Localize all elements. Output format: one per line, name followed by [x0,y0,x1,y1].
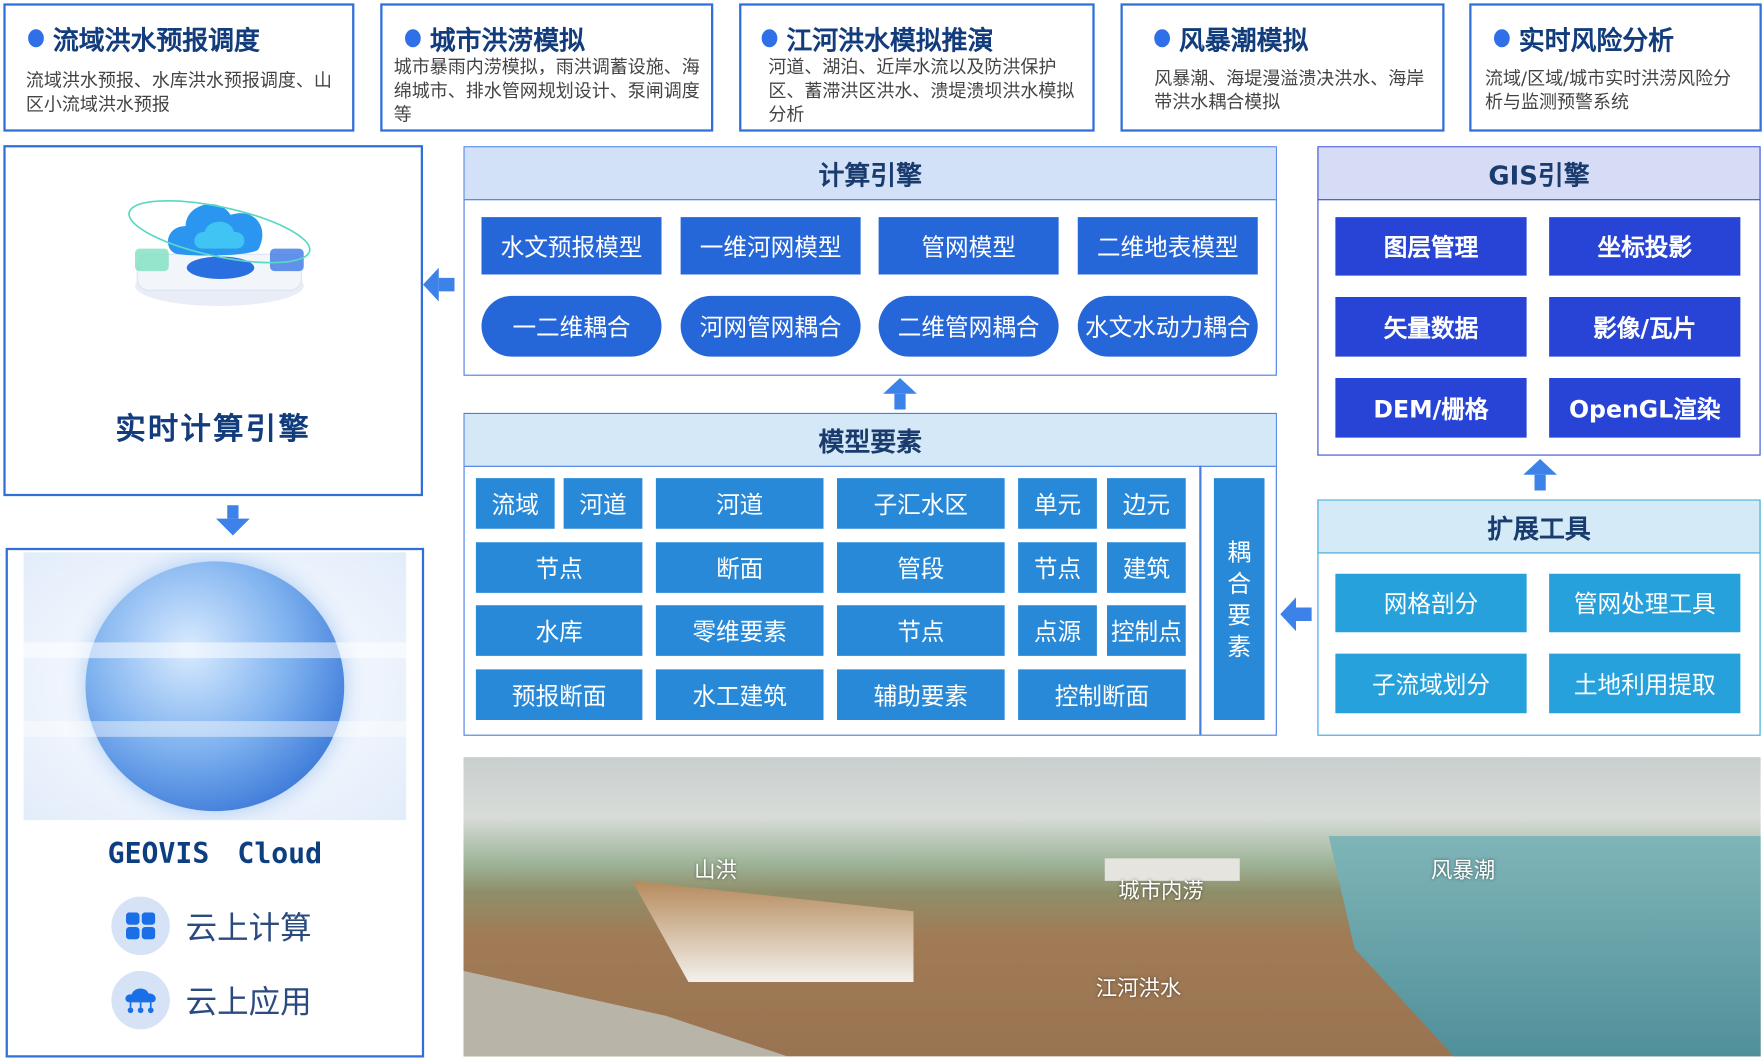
model-elements-title: 模型要素 [464,414,1276,467]
model-button[interactable]: 管网模型 [878,217,1059,275]
bullet-icon [1494,29,1510,48]
model-button[interactable]: 水文预报模型 [481,217,662,275]
cloud-platform-icon [128,200,311,306]
gis-button[interactable]: 影像/瓦片 [1549,297,1741,357]
tool-button[interactable]: 土地利用提取 [1549,653,1741,714]
model-element-button[interactable]: 管段 [837,542,1005,593]
scene-label-urban-flood: 城市内涝 [1118,878,1204,904]
geovis-title: GEOVIS Cloud [107,837,323,870]
flood-scene-illustration: 山洪 城市内涝 风暴潮 江河洪水 [463,757,1761,1057]
scene-label-storm-surge: 风暴潮 [1431,858,1496,884]
arrow-down-icon [216,505,250,536]
model-element-button[interactable]: 子汇水区 [837,478,1005,529]
grid-apps-icon [111,896,170,956]
geovis-item-cloud-apps: 云上应用 [111,970,312,1030]
arrow-left-icon [423,267,455,302]
model-button[interactable]: 二维地表模型 [1077,217,1258,275]
compute-engine-title: 计算引擎 [464,147,1276,201]
tool-button[interactable]: 子流域划分 [1335,653,1527,714]
card-title: 流域洪水预报调度 [52,27,260,57]
cloud-network-icon [111,970,170,1030]
model-element-button[interactable]: 节点 [837,605,1005,656]
model-button[interactable]: 一维河网模型 [680,217,861,275]
model-element-button[interactable]: 河道 [655,478,824,529]
realtime-engine-title: 实时计算引擎 [115,411,312,447]
model-element-button[interactable]: 水库 [475,605,643,656]
model-element-button[interactable]: 节点 [475,542,643,593]
gis-button[interactable]: 矢量数据 [1335,297,1527,357]
geovis-cloud-card: GEOVIS Cloud 云上计算 云上应用 [5,547,425,1058]
scenario-card-urban-flood: 城市洪涝模拟 城市暴雨内涝模拟，雨洪调蓄设施、海绵城市、排水管网规划设计、泵闸调… [380,3,714,132]
card-desc: 流域/区域/城市实时洪涝风险分析与监测预警系统 [1485,67,1732,113]
card-title: 风暴潮模拟 [1179,27,1309,57]
model-element-button[interactable]: 河道 [563,478,643,529]
card-desc: 流域洪水预报、水库洪水预报调度、山区小流域洪水预报 [25,69,332,115]
tool-button[interactable]: 管网处理工具 [1549,573,1741,633]
scene-label-flash-flood: 山洪 [694,858,737,884]
model-element-button[interactable]: 单元 [1018,478,1097,529]
geovis-item-cloud-compute: 云上计算 [111,896,312,956]
coupling-button[interactable]: 一二维耦合 [481,295,662,357]
arrow-up-icon [1523,459,1557,491]
bullet-icon [1154,29,1170,48]
arrow-left-icon [1280,597,1312,632]
scenario-card-basin-flood: 流域洪水预报调度 流域洪水预报、水库洪水预报调度、山区小流域洪水预报 [3,3,355,132]
coupling-elements-button[interactable]: 耦合要素 [1213,478,1265,720]
gis-button[interactable]: 坐标投影 [1549,217,1741,276]
coupling-button[interactable]: 二维管网耦合 [878,295,1059,357]
card-title: 城市洪涝模拟 [429,27,585,57]
geovis-item-label: 云上应用 [185,983,312,1021]
arrow-up-icon [883,378,917,410]
coupling-button[interactable]: 河网管网耦合 [680,295,861,357]
globe-image [23,552,407,821]
realtime-engine-card: 实时计算引擎 [3,145,423,497]
card-title: 实时风险分析 [1518,27,1674,57]
model-element-button[interactable]: 点源 [1018,605,1097,656]
card-desc: 城市暴雨内涝模拟，雨洪调蓄设施、海绵城市、排水管网规划设计、泵闸调度等 [393,56,700,125]
scenario-card-storm-surge: 风暴潮模拟 风暴潮、海堤漫溢溃决洪水、海岸带洪水耦合模拟 [1120,3,1445,132]
model-element-button[interactable]: 预报断面 [475,669,643,720]
model-element-button[interactable]: 控制断面 [1018,669,1186,720]
model-element-button[interactable]: 控制点 [1107,605,1186,656]
scenario-card-risk-analysis: 实时风险分析 流域/区域/城市实时洪涝风险分析与监测预警系统 [1469,3,1762,132]
scenario-card-river-flood: 江河洪水模拟推演 河道、湖泊、近岸水流以及防洪保护区、蓄滞洪区洪水、溃堤溃坝洪水… [739,3,1095,132]
card-desc: 河道、湖泊、近岸水流以及防洪保护区、蓄滞洪区洪水、溃堤溃坝洪水模拟分析 [768,56,1075,125]
extension-tools-title: 扩展工具 [1318,500,1760,554]
model-element-button[interactable]: 辅助要素 [837,669,1005,720]
gis-button[interactable]: DEM/栅格 [1335,378,1527,438]
tool-button[interactable]: 网格剖分 [1335,573,1527,633]
model-element-button[interactable]: 边元 [1107,478,1186,529]
bullet-icon [405,29,421,48]
card-desc: 风暴潮、海堤漫溢溃决洪水、海岸带洪水耦合模拟 [1154,67,1425,113]
gis-button[interactable]: 图层管理 [1335,217,1527,276]
gis-engine-title: GIS引擎 [1318,147,1760,201]
gis-button[interactable]: OpenGL渲染 [1549,378,1741,438]
model-element-button[interactable]: 水工建筑 [655,669,824,720]
model-element-button[interactable]: 建筑 [1107,542,1186,593]
card-title: 江河洪水模拟推演 [786,27,994,57]
coupling-button[interactable]: 水文水动力耦合 [1077,295,1258,357]
model-element-button[interactable]: 流域 [475,478,555,529]
model-element-button[interactable]: 断面 [655,542,824,593]
geovis-item-label: 云上计算 [185,909,312,947]
bullet-icon [761,29,778,48]
scene-label-river-flood: 江河洪水 [1095,976,1182,1002]
model-element-button[interactable]: 零维要素 [655,605,824,656]
bullet-icon [28,29,44,48]
model-element-button[interactable]: 节点 [1018,542,1097,593]
